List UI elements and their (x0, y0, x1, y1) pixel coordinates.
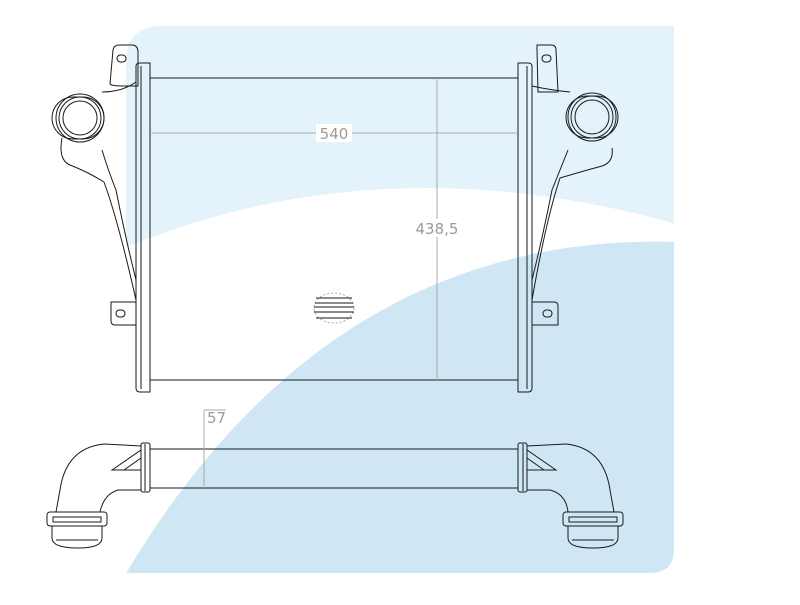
right-neck-top (531, 85, 571, 93)
right-gusset-line (526, 457, 545, 471)
left-gusset-line (123, 457, 142, 471)
right-cuff-outer (562, 511, 624, 527)
right-elbow-inner (527, 489, 569, 513)
right-elbow-outer (526, 443, 615, 513)
width-dimension-label: 540 (320, 125, 349, 143)
right-elbow-gusset (526, 449, 558, 471)
right-tank (517, 62, 533, 393)
left-cuff-mouth (51, 526, 103, 549)
right-pipe-ring (570, 95, 614, 139)
right-lower-bracket-hole (542, 309, 553, 318)
left-lower-bracket-hole (115, 309, 126, 318)
center-plate (313, 292, 355, 324)
left-neck-outer (60, 137, 137, 301)
right-upper-bracket-hole (541, 54, 552, 63)
center-plate-outline (313, 292, 355, 324)
side-view (46, 442, 624, 549)
left-cuff-outer (46, 511, 108, 527)
left-upper-bracket-hole (116, 54, 127, 63)
width-label-backdrop (316, 124, 352, 142)
left-neck-inner (101, 149, 137, 281)
right-pipe-outer (567, 92, 617, 142)
right-pipe-inner (574, 99, 610, 135)
right-neck-outer (531, 147, 613, 301)
left-inlet-pipe (51, 93, 105, 143)
left-neck-top (101, 81, 137, 93)
background-panel (126, 26, 674, 573)
left-lower-bracket (110, 301, 137, 326)
right-cuff-groove (568, 516, 618, 523)
left-elbow-outer (55, 443, 142, 513)
background-mid-arc (126, 241, 674, 573)
right-upper-bracket (536, 44, 559, 93)
right-cuff-mouth (567, 526, 619, 549)
left-tank (135, 62, 151, 393)
right-outlet-pipe (565, 92, 619, 142)
left-pipe-ring (58, 96, 102, 140)
right-neck-inner (531, 149, 569, 281)
side-dimensions (203, 409, 226, 488)
front-view (51, 44, 619, 393)
right-lower-bracket (531, 301, 559, 326)
height-label-backdrop (410, 219, 464, 237)
left-pipe-inner (62, 100, 98, 136)
left-elbow-gusset (110, 449, 142, 471)
left-cuff-groove (52, 516, 102, 523)
left-upper-bracket (109, 44, 139, 87)
depth-dimension-label: 57 (207, 409, 226, 427)
height-dimension-label: 438,5 (416, 220, 459, 238)
left-pipe-outer (55, 93, 105, 143)
left-pipe-flange (51, 96, 105, 140)
left-elbow-inner (99, 489, 141, 513)
